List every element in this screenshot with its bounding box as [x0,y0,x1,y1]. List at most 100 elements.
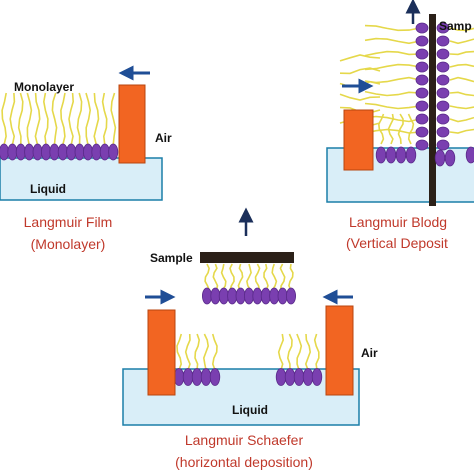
molecule-head [15,143,26,161]
molecule-head [415,100,429,112]
caption-subtitle: (Vertical Deposit [346,235,448,251]
molecule-head [293,368,305,386]
caption-title: Langmuir Schaefer [185,432,304,448]
caption-subtitle: (Monolayer) [31,236,106,252]
molecule-head [200,368,212,386]
molecule-tail [387,113,395,145]
molecule-tail [364,102,421,110]
molecule-tail [85,92,92,146]
molecule-tail [101,92,108,146]
molecule-tail [279,263,286,291]
molecule-head [49,143,60,161]
molecule-head [173,368,185,386]
molecule-head [285,287,296,305]
molecule-tail [60,92,66,146]
molecule-head [436,74,450,86]
molecule-head [91,143,102,161]
molecule-head [395,146,407,164]
molecule-head [108,143,119,161]
molecule-tail [176,333,183,371]
molecule-head [436,139,450,151]
molecule-tail [397,113,404,145]
transferred-heads [201,287,296,305]
molecule-head [415,22,429,34]
molecule-tail [296,333,303,371]
molecule-head [436,100,450,112]
molecule-head [218,287,229,305]
barrier-right [325,305,354,396]
monolayer-heads-right [275,368,323,386]
molecule-head [275,368,287,386]
molecule-tail [42,92,49,146]
molecule-tail [237,263,244,291]
molecule-tail [26,92,33,146]
langmuir-blodgett-panel: Samp Langmuir Blodg (Vertical Deposit [326,0,474,251]
molecule-tail [254,263,261,291]
molecule-head [415,74,429,86]
molecule-head [191,368,203,386]
liquid-label: Liquid [232,403,268,417]
molecule-head [227,287,238,305]
molecule-tail [449,38,474,45]
monolayer-tails-left [176,333,218,371]
molecule-head [415,113,429,125]
molecule-head [243,287,254,305]
sample-substrate [200,252,294,263]
molecule-tail [364,90,421,97]
molecule-tail [51,92,58,146]
molecule-tail [286,333,293,371]
molecule-head [436,87,450,99]
molecule-head [209,368,221,386]
molecule-tail [449,63,474,68]
molecule-head [83,143,94,161]
molecule-head [302,368,314,386]
molecule-tail [364,37,421,45]
sample-label: Sample [150,251,193,265]
molecule-head [66,143,77,161]
caption-title: Langmuir Blodg [349,214,447,230]
molecule-tail [304,333,312,371]
molecule-head [269,287,280,305]
molecule-tail [449,27,474,32]
monolayer-tails-right [277,333,320,371]
molecule-head [415,139,429,151]
molecule-tail [277,333,285,371]
liquid-label: Liquid [30,182,66,196]
langmuir-film-panel: Monolayer Air Liquid Langmuir Film (Mono… [0,65,172,252]
deposited-tails-right [449,27,474,134]
monolayer-heads [0,143,119,161]
molecule-head [260,287,271,305]
molecule-tail [204,263,210,291]
molecule-tail [449,128,474,134]
molecule-tail [449,91,474,97]
molecule-head [57,143,68,161]
molecule-tail [34,92,41,146]
barrier [118,84,146,164]
molecule-head [210,287,221,305]
liquid-trough [0,157,163,201]
molecule-head [436,126,450,138]
molecule-tail [271,263,278,291]
molecule-tail [184,333,191,371]
molecule-head [7,143,18,161]
molecule-head [444,149,456,167]
molecule-head [436,61,450,73]
barrier [343,109,374,171]
molecule-tail [1,92,7,146]
molecule-head [0,143,9,161]
molecule-head [24,143,35,161]
molecule-head [436,22,450,34]
caption-subtitle: (horizontal deposition) [175,454,313,470]
air-label: Air [361,346,378,360]
molecule-tail [194,333,201,371]
molecule-head [41,143,52,161]
air-label: Air [155,131,172,145]
langmuir-schaefer-panel: Sample Air Liquid Langmuir Schaefer (hor… [122,207,378,470]
molecule-head [201,287,212,305]
molecule-tail [76,92,83,146]
molecule-tail [211,333,218,371]
molecule-tail [17,92,24,146]
deposited-heads [415,22,450,151]
molecule-head [415,61,429,73]
